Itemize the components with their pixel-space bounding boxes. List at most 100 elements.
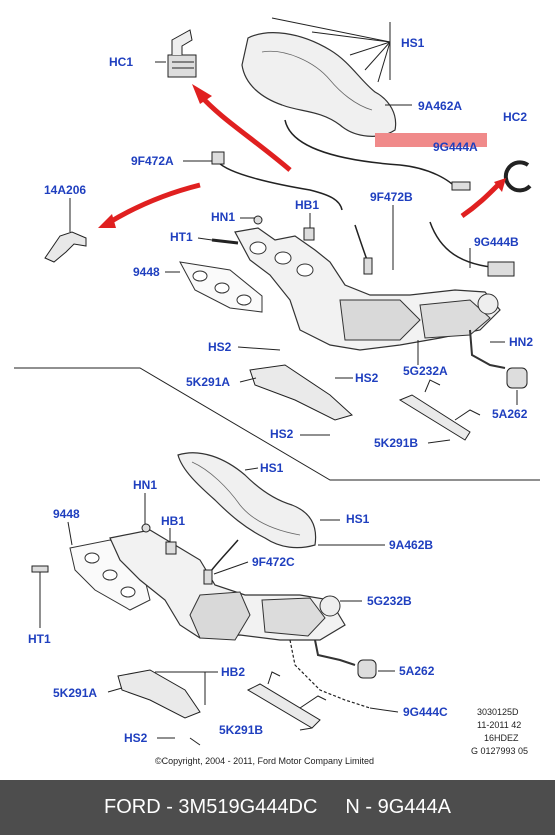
copyright-text: ©Copyright, 2004 - 2011, Ford Motor Comp… xyxy=(155,756,375,766)
bracket-5k291a-upper xyxy=(249,364,353,421)
label-5g232a: 5G232A xyxy=(403,364,448,378)
exhaust-parts-diagram: HS1 HC1 9A462A HC2 9G444A 9F472A 14A206 … xyxy=(14,17,540,766)
label-ht1-bottom: HT1 xyxy=(28,632,51,646)
label-5k291a-top: 5K291A xyxy=(186,375,231,389)
nut-hn1-upper xyxy=(253,215,263,225)
arrow-to-hc2-head xyxy=(494,178,506,192)
pipe-lower xyxy=(314,639,356,666)
label-5k291b-top: 5K291B xyxy=(374,436,419,450)
section-divider xyxy=(14,367,540,481)
nut-hn1-lower xyxy=(141,523,151,533)
hc1-clip-drawing xyxy=(167,29,197,78)
arrow-to-14a206 xyxy=(108,182,201,225)
hanger-5a262-upper xyxy=(506,367,528,389)
heat-shield-upper-rib xyxy=(261,50,373,111)
label-hs1-b2: HS1 xyxy=(346,512,370,526)
arrow-to-hc1-head xyxy=(192,84,212,104)
cat-converter-lower-2 xyxy=(261,597,326,637)
label-5k291b-bottom: 5K291B xyxy=(219,723,264,737)
bracket-14a206-drawing xyxy=(44,231,87,263)
label-hs2-bottom: HS2 xyxy=(124,731,148,745)
label-hn2: HN2 xyxy=(509,335,534,349)
cat-converter-upper xyxy=(339,299,421,341)
footer-oem-part: N - 9G444A xyxy=(345,796,451,818)
heat-shield-upper xyxy=(241,32,397,137)
label-hs2-a: HS2 xyxy=(208,340,232,354)
part-number-footer: FORD - 3M519G444DC N - 9G444A xyxy=(0,780,555,835)
label-hb1-top: HB1 xyxy=(295,198,320,212)
label-9f472a: 9F472A xyxy=(131,154,174,168)
diagram-code-4: G 0127993 05 xyxy=(471,746,529,756)
label-5k291a-bottom: 5K291A xyxy=(53,686,98,700)
manifold-port-1 xyxy=(249,241,267,255)
arrow-to-14a206-head xyxy=(98,214,116,228)
label-hn1-bottom: HN1 xyxy=(133,478,158,492)
bracket-5k291b-lower xyxy=(246,683,321,729)
diagram-code-1: 3030125D xyxy=(477,707,519,717)
label-14a206: 14A206 xyxy=(44,183,87,197)
gasket-upper-hole-2 xyxy=(214,282,230,294)
sensor-wire-9f472a xyxy=(217,161,343,211)
label-hb2: HB2 xyxy=(221,665,246,679)
label-9g444a: 9G444A xyxy=(433,140,478,154)
label-9448-bottom: 9448 xyxy=(53,507,80,521)
hc2-clip-drawing xyxy=(503,160,532,193)
diagram-code-2: 11-2011 42 xyxy=(477,720,522,730)
bracket-5k291b-upper-arm xyxy=(424,379,481,421)
bolt-hb1-upper xyxy=(303,227,315,241)
gasket-lower-hole-2 xyxy=(102,569,118,581)
hanger-5a262-lower xyxy=(357,659,377,679)
label-hc2: HC2 xyxy=(503,110,528,124)
gasket-upper-hole-3 xyxy=(236,294,252,306)
cat-converter-upper-2 xyxy=(419,299,491,339)
footer-ford-part: FORD - 3M519G444DC xyxy=(103,796,318,818)
label-hc1: HC1 xyxy=(109,55,134,69)
leader-lines-lower xyxy=(39,467,399,746)
label-hs2-b: HS2 xyxy=(355,371,379,385)
manifold-port-2 xyxy=(274,251,292,265)
flange-upper xyxy=(477,293,499,315)
flange-lower xyxy=(319,595,341,617)
bolt-hb1-lower xyxy=(165,541,177,555)
highlight-9g444a xyxy=(375,133,487,147)
sensor-9f472b xyxy=(363,257,373,275)
label-5g232b: 5G232B xyxy=(367,594,412,608)
bracket-5k291b-upper xyxy=(398,394,471,441)
label-hs1-b1: HS1 xyxy=(260,461,284,475)
label-9g444b: 9G444B xyxy=(474,235,519,249)
label-ht1-top: HT1 xyxy=(170,230,193,244)
pipe-hn2 xyxy=(469,329,506,369)
sensor-wire-9g444a xyxy=(284,119,459,191)
label-9a462a: 9A462A xyxy=(418,99,463,113)
heat-shield-lower xyxy=(177,452,317,549)
stud-ht1-upper xyxy=(211,238,239,245)
sensor-9f472c xyxy=(203,569,213,585)
label-hb1-bottom: HB1 xyxy=(161,514,186,528)
label-hs2-c: HS2 xyxy=(270,427,294,441)
arrow-to-hc2 xyxy=(460,183,500,219)
gasket-lower-hole-1 xyxy=(84,552,100,564)
label-5a262-top: 5A262 xyxy=(492,407,528,421)
leader-lines-upper xyxy=(69,17,518,444)
label-9f472c: 9F472C xyxy=(252,555,295,569)
label-9f472b: 9F472B xyxy=(370,190,413,204)
label-5a262-bottom: 5A262 xyxy=(399,664,435,678)
label-9a462b: 9A462B xyxy=(389,538,434,552)
arrow-to-hc1 xyxy=(198,93,292,172)
diagram-drawing xyxy=(14,17,540,746)
cat-converter-lower xyxy=(189,591,251,641)
label-9g444c: 9G444C xyxy=(403,705,448,719)
stud-ht1-lower xyxy=(31,565,49,573)
label-hs1-top: HS1 xyxy=(401,36,425,50)
sensor-wire-9g444c xyxy=(289,639,371,709)
diagram-code-3: 16HDEZ xyxy=(484,733,519,743)
sensor-plug-9g444b xyxy=(487,261,515,277)
label-9448-top: 9448 xyxy=(133,265,160,279)
manifold-port-3 xyxy=(296,263,314,277)
gasket-upper-hole-1 xyxy=(192,270,208,282)
label-hn1-top: HN1 xyxy=(211,210,236,224)
sensor-9g444a xyxy=(451,181,471,191)
bracket-5k291a-lower xyxy=(117,669,201,719)
sensor-plug-9f472a xyxy=(211,151,225,165)
heat-shield-lower-rib xyxy=(191,461,301,536)
